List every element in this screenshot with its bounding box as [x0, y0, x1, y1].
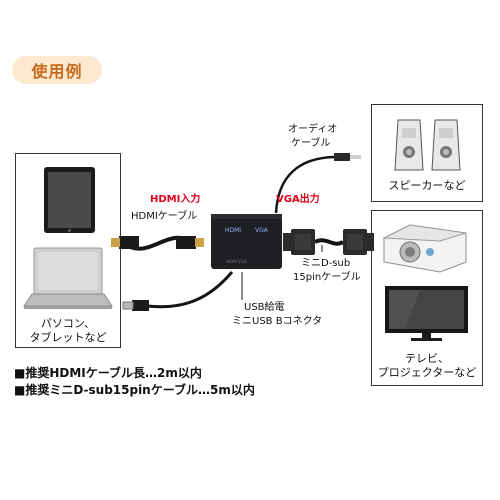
- hdmi-cable-icon: [111, 235, 204, 251]
- speaker-icon: [394, 119, 461, 171]
- projector-icon: [382, 224, 467, 273]
- tv-icon: [385, 286, 468, 341]
- display-caption-line2: プロジェクターなど: [377, 366, 477, 379]
- mini-dsub-label-line1: ミニD-sub: [301, 258, 351, 269]
- vga-output-label: VGA出力: [276, 194, 320, 205]
- hdmi-cable-label: HDMIケーブル: [131, 211, 198, 222]
- usb-power-label-line2: ミニUSB Bコネクタ: [232, 316, 323, 327]
- speaker-device-box: [371, 104, 483, 202]
- pc-caption-line2: タブレットなど: [29, 331, 107, 344]
- pc-caption-line1: パソコン、: [40, 317, 96, 330]
- svg-text:HDMI: HDMI: [225, 227, 241, 234]
- section-badge: 使用例: [12, 56, 102, 84]
- note-vga-cable-length: ■推奨ミニD-sub15pinケーブル…5m以内: [14, 383, 255, 397]
- hdmi-input-label: HDMI入力: [150, 194, 201, 205]
- tablet-icon: [44, 167, 95, 233]
- converter-device-icon: HDMI VGA HDMI VGA: [211, 214, 282, 269]
- svg-text:VGA: VGA: [255, 227, 269, 234]
- mini-dsub-label-line2: 15pinケーブル: [293, 272, 361, 283]
- vga-cable-icon: [283, 229, 374, 255]
- note-hdmi-cable-length: ■推奨HDMIケーブル長…2m以内: [14, 366, 202, 380]
- svg-text:HDMI VGA: HDMI VGA: [226, 259, 247, 264]
- audio-cable-icon: [274, 153, 361, 214]
- usb-cable-icon: [122, 271, 234, 311]
- laptop-icon: [23, 247, 113, 309]
- audio-cable-label-line1: オーディオ: [288, 124, 338, 135]
- usb-power-label-line1: USB給電: [244, 302, 285, 313]
- audio-cable-label-line2: ケーブル: [291, 138, 331, 149]
- speaker-caption: スピーカーなど: [388, 179, 466, 192]
- display-caption-line1: テレビ、: [405, 352, 449, 365]
